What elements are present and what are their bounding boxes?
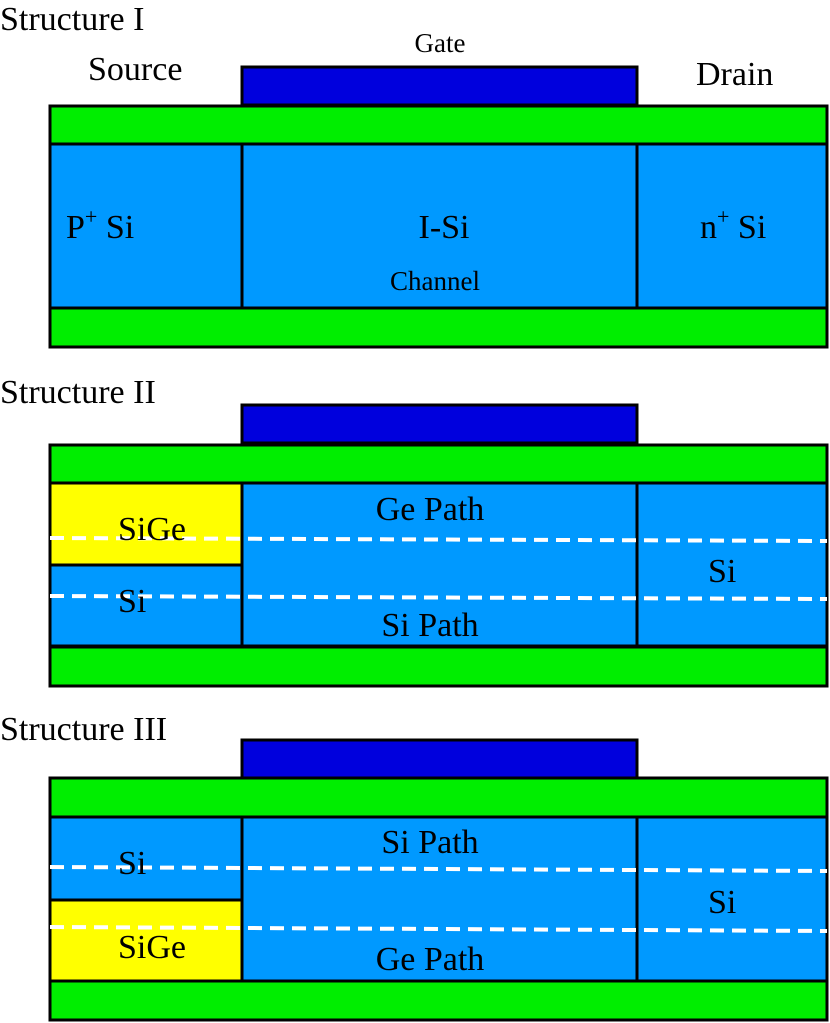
channel-bottom-path-label: Si Path (381, 607, 478, 644)
top-oxide (48, 443, 829, 485)
source-region (48, 142, 244, 310)
drain-region (635, 142, 829, 310)
gate-electrode (240, 403, 639, 445)
source-doping-label: P+ Si (66, 204, 134, 246)
source-si-layer (48, 815, 244, 902)
dashed-divider (49, 925, 828, 933)
bottom-oxide (48, 306, 829, 349)
source-top-label: SiGe (118, 511, 186, 548)
top-oxide (48, 776, 829, 819)
drain-region (635, 815, 829, 983)
structure-3-title: Structure III (0, 711, 167, 748)
channel-region (240, 815, 639, 983)
drain-label: Si (708, 884, 736, 921)
channel-material-label: I-Si (419, 209, 470, 246)
gate-label: Gate (415, 28, 466, 58)
structure-2-title: Structure II (0, 374, 156, 411)
source-label: Source (88, 51, 182, 88)
bottom-oxide (48, 979, 829, 1022)
structure-1: Structure I Source Gate Drain P+ Si I-Si… (0, 1, 829, 349)
source-bottom-label: Si (118, 583, 146, 620)
channel-region (240, 142, 639, 310)
channel-top-path-label: Si Path (381, 824, 478, 861)
dashed-divider (49, 865, 828, 873)
channel-region (240, 481, 639, 648)
gate-electrode (240, 738, 639, 780)
structure-3: Structure III Si SiGe Si Path Ge Path Si (0, 711, 829, 1022)
channel-bottom-path-label: Ge Path (376, 941, 485, 978)
dashed-divider (49, 536, 828, 543)
drain-doping-label: n+ Si (700, 204, 766, 246)
dashed-divider (49, 594, 828, 601)
source-top-label: Si (118, 845, 146, 882)
drain-label: Drain (696, 56, 773, 93)
drain-label: Si (708, 553, 736, 590)
channel-top-path-label: Ge Path (376, 491, 485, 528)
bottom-oxide (48, 645, 829, 688)
gate-electrode (240, 65, 639, 107)
structure-1-title: Structure I (0, 1, 144, 38)
channel-label: Channel (390, 266, 480, 296)
top-oxide (48, 104, 829, 146)
structure-2: Structure II SiGe Si Ge Path Si Path Si (0, 374, 829, 688)
source-bottom-label: SiGe (118, 929, 186, 966)
